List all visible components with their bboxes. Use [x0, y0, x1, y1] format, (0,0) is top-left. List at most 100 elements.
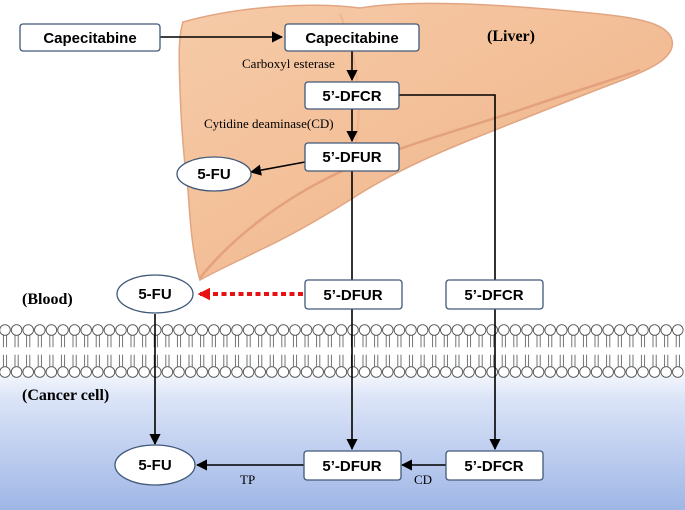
node-label: 5’-DFCR — [464, 458, 523, 475]
lipid-head — [196, 324, 208, 336]
lipid-head — [57, 324, 69, 336]
lipid-head — [579, 324, 591, 336]
lipid-tail — [26, 335, 31, 348]
lipid-head — [219, 366, 232, 378]
node-dfur-blood: 5’-DFUR — [304, 279, 403, 310]
lipid-head — [556, 366, 568, 378]
lipid-tail — [594, 354, 599, 367]
lipid-head — [648, 366, 661, 378]
lipid-tail — [513, 335, 518, 348]
lipid-head — [266, 366, 278, 378]
lipid-tail — [594, 335, 599, 348]
lipid-tail — [675, 354, 680, 367]
lipid-tail — [37, 335, 42, 348]
lipid-head — [521, 366, 533, 378]
lipid-tail — [362, 354, 367, 367]
lipid-head — [637, 324, 649, 336]
lipid-head — [428, 324, 440, 336]
node-label: Capecitabine — [305, 30, 398, 47]
lipid-tail — [246, 354, 251, 367]
lipid-head — [196, 366, 208, 378]
lipid-head — [208, 366, 220, 378]
lipid-tail — [316, 354, 321, 367]
node-label: 5’-DFUR — [322, 149, 381, 166]
cancer-cell-region — [0, 362, 685, 510]
lipid-head — [474, 366, 487, 378]
lipid-tail — [258, 354, 263, 367]
lipid-tail — [223, 335, 228, 348]
node-fu-liver: 5-FU — [176, 156, 252, 192]
lipid-head — [57, 366, 69, 378]
lipid-head — [498, 366, 510, 378]
node-label: 5-FU — [138, 457, 171, 474]
lipid-tail — [397, 335, 402, 348]
lipid-head — [648, 324, 661, 336]
lipid-tail — [49, 335, 54, 348]
lipid-tail — [443, 354, 448, 367]
lipid-head — [34, 324, 46, 336]
lipid-tail — [559, 354, 564, 367]
lipid-head — [532, 324, 545, 336]
lipid-head — [68, 366, 81, 378]
lipid-tail — [455, 354, 460, 367]
lipid-head — [300, 324, 313, 336]
lipid-head — [312, 324, 324, 336]
lipid-tail — [362, 335, 367, 348]
line-dfcr-liver-to-cell — [399, 94, 501, 451]
lipid-tail — [664, 335, 669, 348]
lipid-head — [463, 366, 475, 378]
lipid-head — [625, 324, 638, 336]
lipid-tail — [234, 354, 240, 367]
lipid-tail — [629, 354, 634, 367]
lipid-tail — [37, 354, 42, 367]
lipid-head — [45, 366, 58, 378]
lipid-tail — [606, 354, 611, 367]
lipid-tail — [223, 354, 228, 367]
lipid-tail — [466, 335, 472, 348]
lipid-tail — [107, 354, 112, 367]
lipid-head — [184, 324, 197, 336]
lipid-tail — [176, 335, 182, 348]
lipid-head — [92, 324, 104, 336]
lipid-tail — [281, 354, 286, 367]
lipid-head — [474, 324, 487, 336]
lipid-tail — [606, 335, 611, 348]
node-dfcr-liver: 5’-DFCR — [304, 81, 400, 110]
lipid-head — [92, 366, 104, 378]
lipid-tail — [513, 354, 518, 367]
enzyme-cytidine-deaminase: Cytidine deaminase(CD) — [204, 116, 334, 131]
lipid-head — [625, 366, 638, 378]
lipid-head — [382, 366, 394, 378]
lipid-tail — [316, 335, 321, 348]
lipid-tail — [548, 354, 553, 367]
lipid-tail — [211, 354, 216, 367]
lipid-tail — [60, 354, 66, 367]
lipid-tail — [234, 335, 240, 348]
lipid-head — [103, 324, 116, 336]
lipid-head — [335, 366, 348, 378]
lipid-tail — [374, 354, 379, 367]
lipid-tail — [443, 335, 448, 348]
lipid-tail — [84, 354, 89, 367]
lipid-tail — [95, 335, 100, 348]
node-label: 5’-DFUR — [323, 287, 382, 304]
lipid-head — [242, 324, 255, 336]
lipid-head — [115, 366, 127, 378]
node-fu-blood: 5-FU — [116, 274, 194, 314]
lipid-head — [184, 366, 197, 378]
lipid-head — [266, 324, 278, 336]
lipid-head — [660, 324, 672, 336]
lipid-head — [254, 366, 266, 378]
lipid-tail — [107, 335, 112, 348]
lipid-head — [556, 324, 568, 336]
enzyme-carboxyl-esterase: Carboxyl esterase — [242, 56, 335, 71]
liver-label: (Liver) — [487, 28, 535, 45]
lipid-head — [103, 366, 116, 378]
lipid-tail — [26, 354, 31, 367]
lipid-head — [393, 324, 406, 336]
lipid-head — [173, 366, 185, 378]
lipid-head — [544, 324, 556, 336]
cell-membrane — [0, 324, 684, 378]
lipid-tail — [455, 335, 460, 348]
